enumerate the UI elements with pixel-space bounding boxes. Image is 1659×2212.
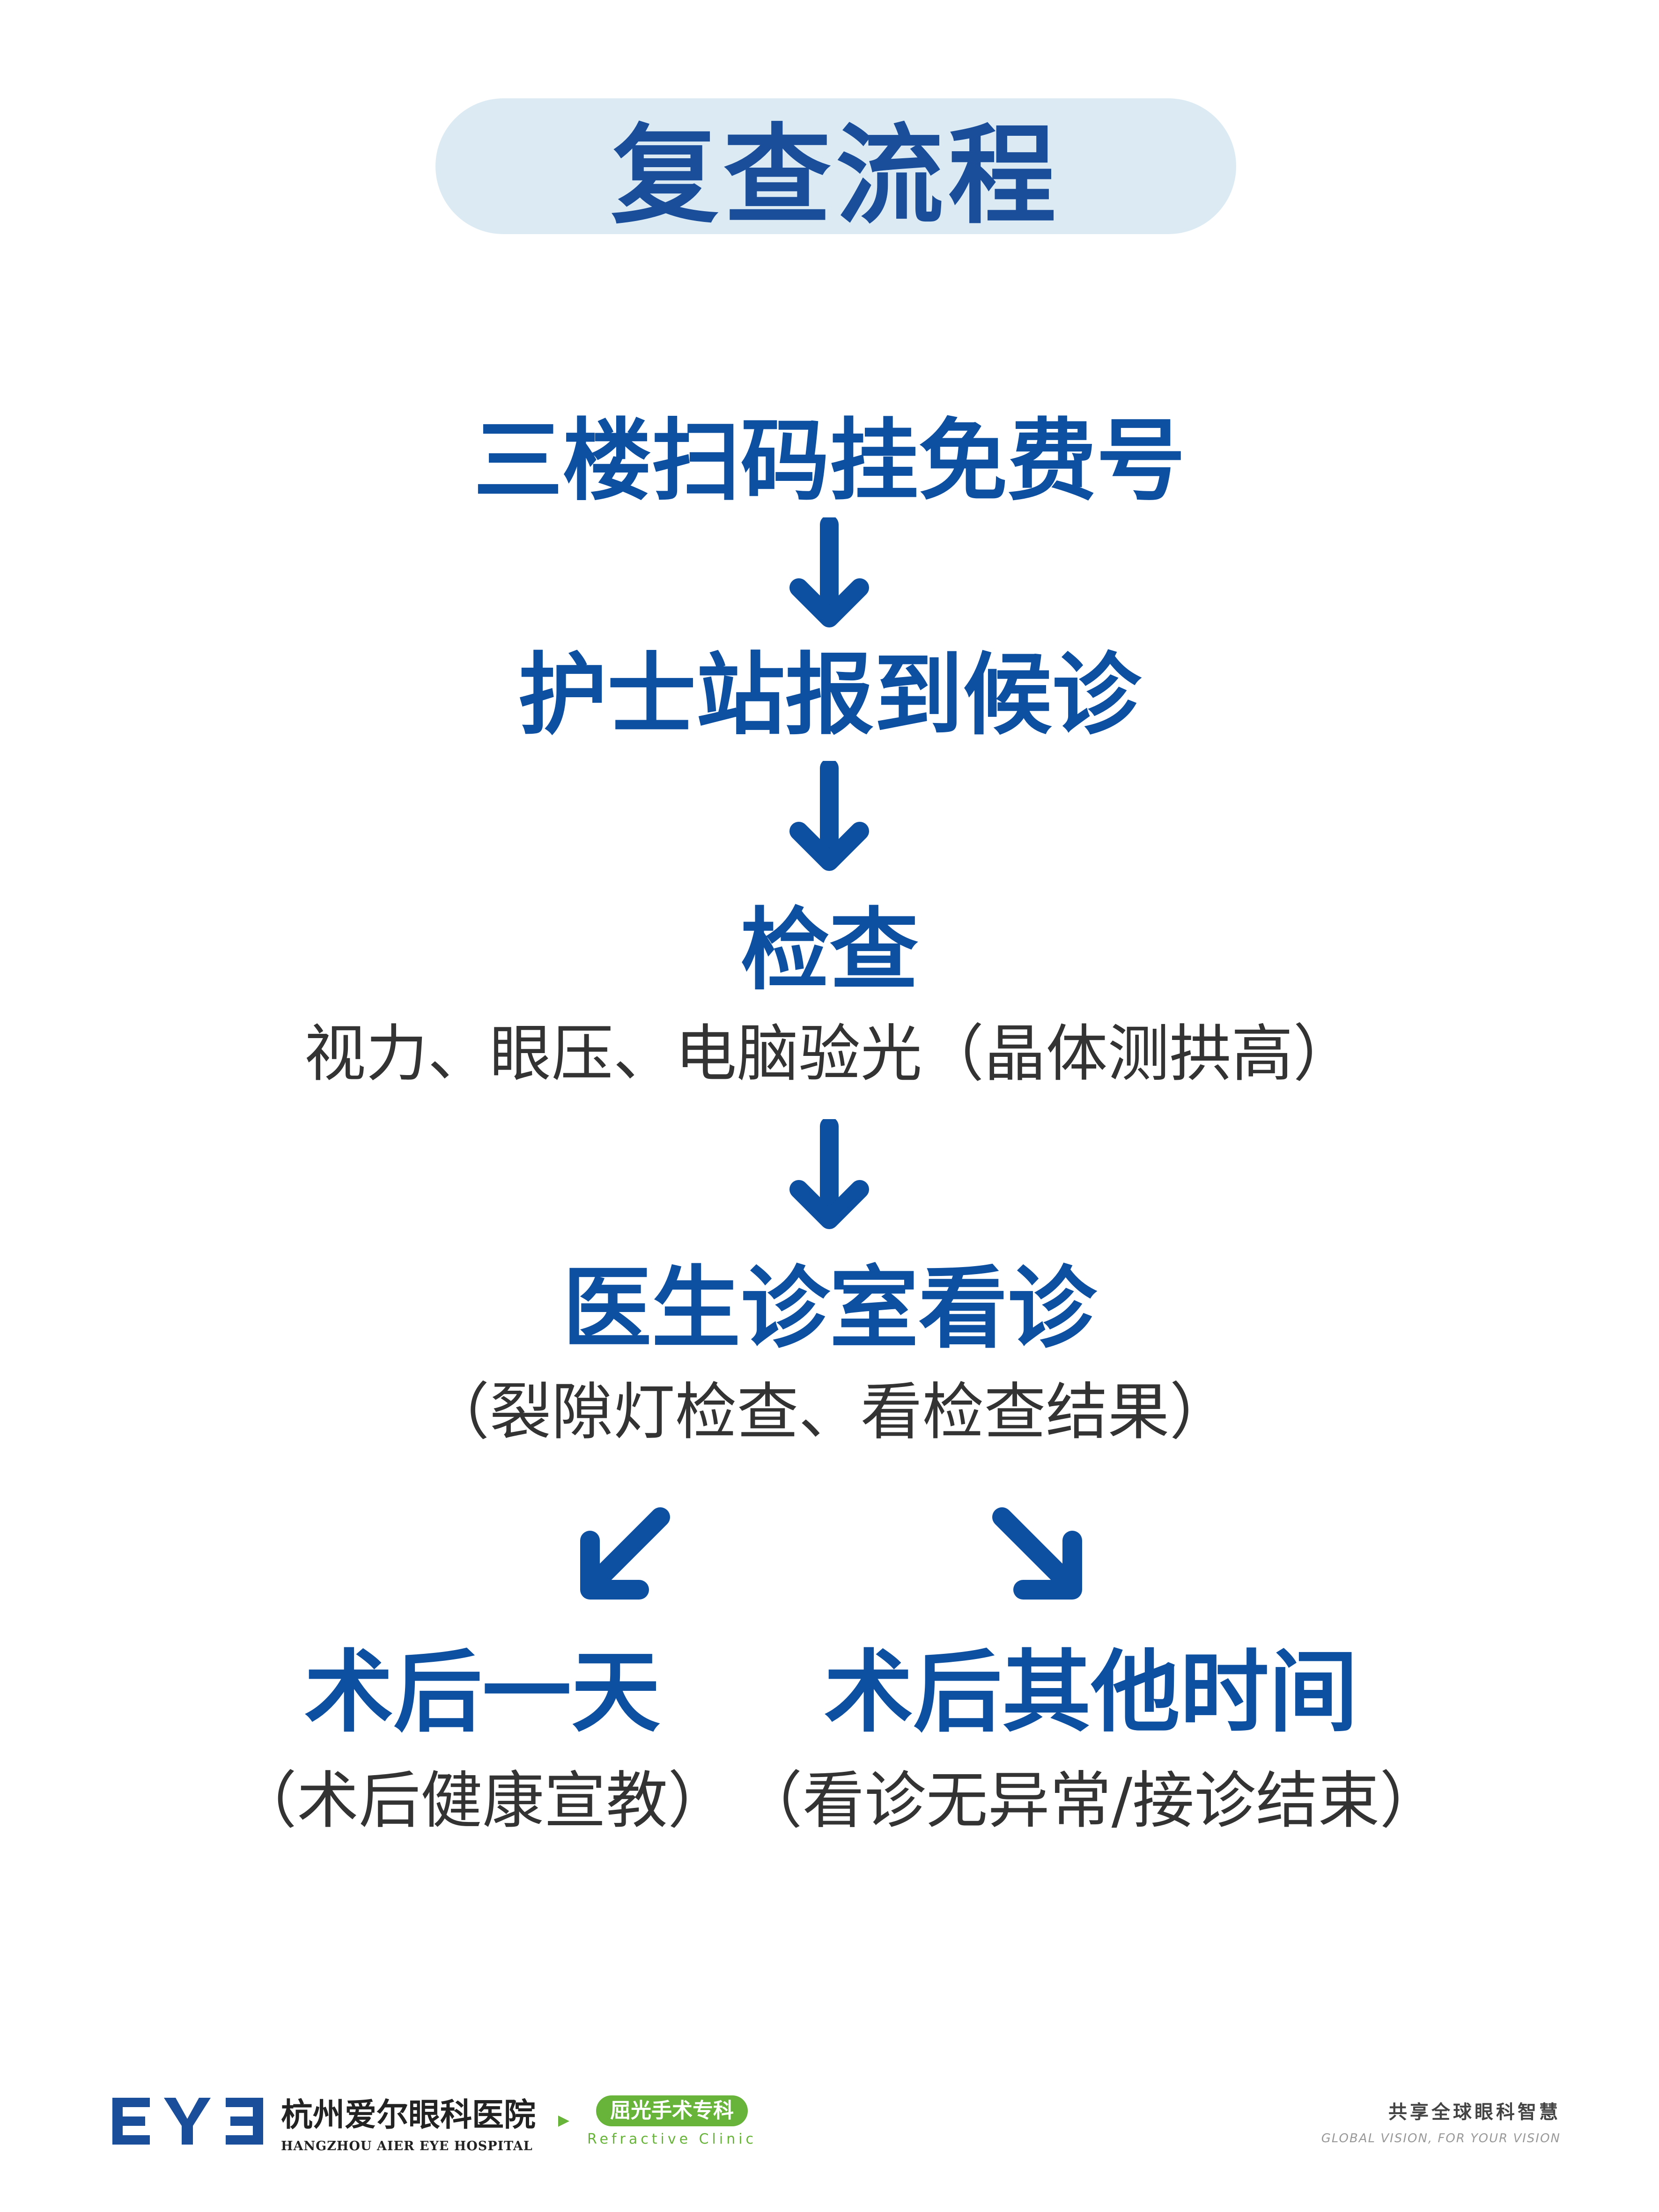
arrow-down-left-icon: [580, 1507, 670, 1600]
step-register: 三楼扫码挂免费号: [473, 409, 1186, 513]
arrow-down-icon: [789, 761, 869, 871]
step-doctor-visit: 医生诊室看诊: [562, 1257, 1097, 1360]
hospital-name-en: HANGZHOU AIER EYE HOSPITAL: [281, 2139, 533, 2153]
branch-other-times-detail: （看诊无异常/接诊结束）: [740, 1765, 1442, 1837]
arrow-down-icon: [789, 517, 869, 627]
branch-day-after-surgery: 术后一天: [304, 1641, 660, 1744]
hospital-name-cn: 杭州爱尔眼科医院: [281, 2096, 536, 2134]
arrow-down-icon: [789, 1119, 869, 1229]
dept-name-en: Refractive Clinic: [587, 2131, 757, 2147]
step-checkin: 护士站报到候诊: [518, 643, 1141, 747]
play-triangle-icon: [558, 2116, 570, 2127]
branch-day-after-surgery-detail: （术后健康宣教）: [235, 1765, 730, 1837]
hospital-logo: 杭州爱尔眼科医院 HANGZHOU AIER EYE HOSPITAL 屈光手术…: [112, 2086, 757, 2156]
slogan-en: GLOBAL VISION, FOR YOUR VISION: [1321, 2131, 1561, 2146]
page-title: 复查流程: [611, 113, 1061, 239]
step-examination-detail: 视力、眼压、电脑验光（晶体测拱高）: [304, 1018, 1355, 1090]
step-doctor-visit-detail: （裂隙灯检查、看检查结果）: [428, 1376, 1231, 1448]
branch-other-times: 术后其他时间: [824, 1641, 1358, 1744]
slogan: 共享全球眼科智慧 GLOBAL VISION, FOR YOUR VISION: [1321, 2097, 1561, 2146]
eye-logo-icon: [112, 2098, 263, 2145]
step-examination: 检查: [740, 899, 919, 1002]
dept-badge: 屈光手术专科: [596, 2095, 748, 2126]
title-banner: 复查流程: [435, 98, 1236, 239]
slogan-cn: 共享全球眼科智慧: [1388, 2101, 1561, 2123]
arrow-down-right-icon: [992, 1507, 1082, 1600]
